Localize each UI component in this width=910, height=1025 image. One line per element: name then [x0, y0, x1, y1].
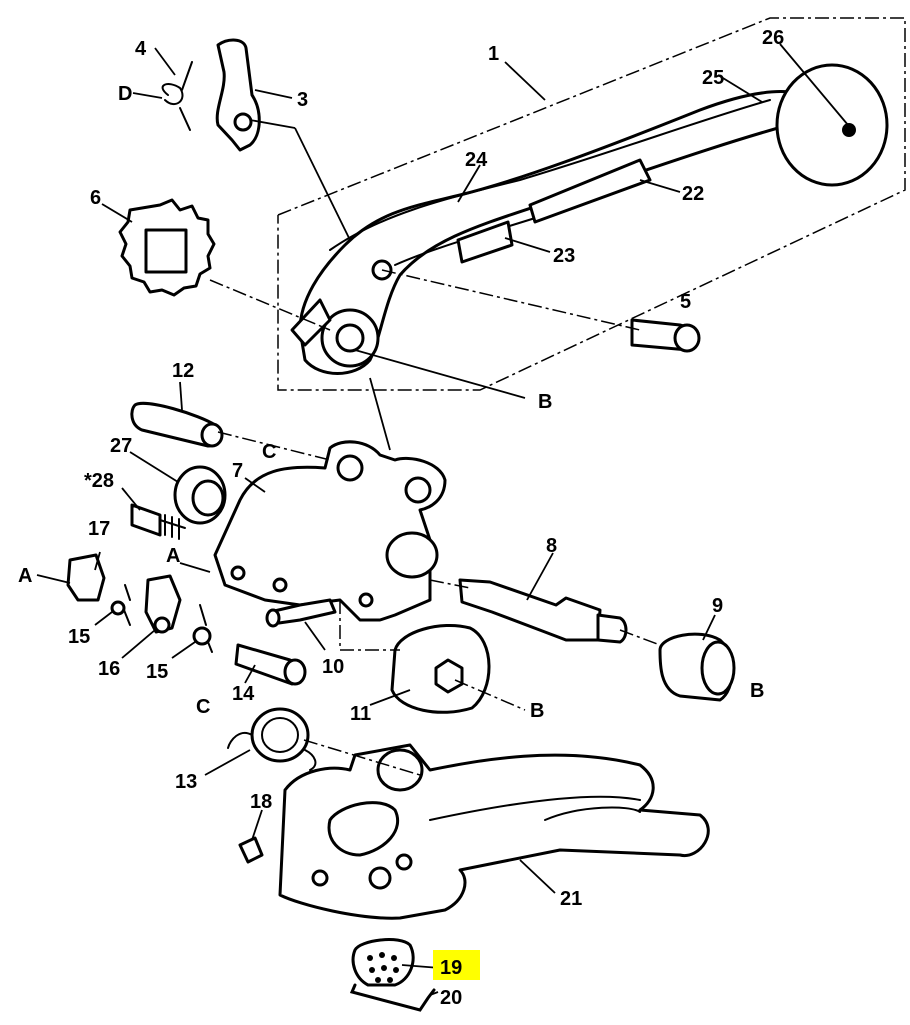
label-13: 13 — [175, 771, 197, 793]
ratchet-gear — [118, 198, 216, 297]
label-25: 25 — [702, 67, 724, 89]
label-4: 4 — [135, 38, 147, 60]
handle-knob — [775, 63, 889, 187]
spring-13 — [227, 707, 317, 771]
label-10: 10 — [322, 656, 344, 678]
label-8: 8 — [546, 535, 557, 557]
latch-17 — [66, 553, 106, 602]
label-7: 7 — [232, 460, 243, 482]
label-11: 11 — [350, 703, 371, 725]
ref-label-A-left: A — [18, 565, 32, 587]
label-20: 20 — [440, 987, 462, 1009]
pin-12 — [130, 401, 224, 448]
label-24: 24 — [465, 149, 488, 171]
frame-7 — [213, 440, 447, 622]
retainer-20 — [349, 983, 436, 1012]
label-26: 26 — [762, 27, 784, 49]
bushing-27 — [173, 465, 227, 525]
pin-18 — [238, 836, 264, 864]
ref-label-D: D — [118, 83, 132, 105]
decal-23 — [456, 220, 514, 264]
decal-22 — [528, 158, 652, 224]
label-15-right: 15 — [146, 661, 168, 683]
screw-28 — [130, 503, 186, 540]
labels: 1 3 4 5 6 7 8 9 10 11 12 13 14 15 15 16 … — [18, 27, 784, 1009]
label-23: 23 — [553, 245, 575, 267]
label-6: 6 — [90, 187, 101, 209]
label-14: 14 — [232, 683, 255, 705]
screw-10 — [265, 598, 337, 628]
label-9: 9 — [712, 595, 723, 617]
pin-5 — [630, 318, 701, 353]
pawl — [215, 38, 261, 152]
ref-label-B-gear: B — [530, 700, 544, 722]
shaft-8 — [458, 578, 628, 644]
label-16: 16 — [98, 658, 120, 680]
label-28: *28 — [84, 470, 114, 492]
spring-15-left — [110, 584, 131, 626]
handle-lever — [290, 63, 889, 375]
label-3: 3 — [297, 89, 308, 111]
gripper-19 — [351, 938, 415, 987]
base-21 — [278, 743, 710, 920]
ref-label-C-bottom: C — [196, 696, 210, 718]
label-1: 1 — [488, 43, 499, 65]
label-15-left: 15 — [68, 626, 90, 648]
gear-11 — [390, 623, 491, 714]
label-22: 22 — [682, 183, 704, 205]
label-5: 5 — [680, 291, 691, 313]
center-lines — [209, 269, 661, 776]
bushing-9 — [658, 632, 736, 702]
label-12: 12 — [172, 360, 194, 382]
label-27: 27 — [110, 435, 132, 457]
ref-label-C-top: C — [262, 441, 276, 463]
ref-label-B-right: B — [750, 680, 764, 702]
label-17: 17 — [88, 518, 110, 540]
handle-assembly-outline — [277, 17, 906, 391]
highlight-box-19 — [433, 950, 480, 980]
ref-label-B-top: B — [538, 391, 552, 413]
ref-label-A-mid: A — [166, 545, 180, 567]
knob-hole — [842, 123, 856, 137]
spring-15-right — [192, 604, 213, 653]
label-19: 19 — [440, 957, 462, 979]
latch-16 — [144, 574, 182, 634]
spring-4 — [161, 61, 193, 131]
leader-lines — [36, 43, 849, 996]
label-21: 21 — [560, 888, 582, 910]
label-18: 18 — [250, 791, 272, 813]
pin-14 — [234, 643, 307, 686]
